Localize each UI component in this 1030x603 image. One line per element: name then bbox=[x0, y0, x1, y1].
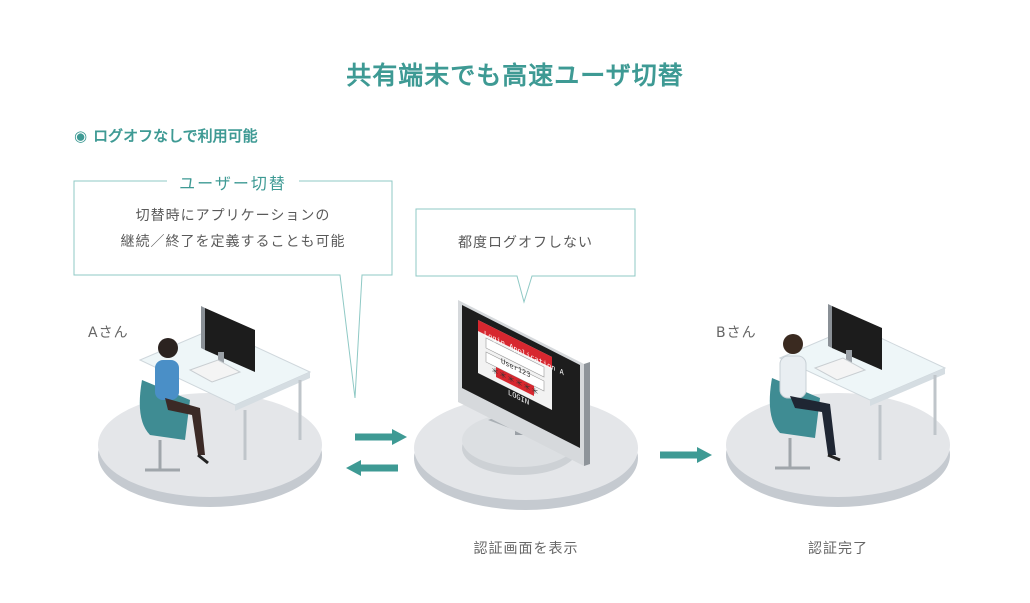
bullet-icon: ◉ bbox=[74, 127, 88, 145]
callout-user-switch-line1: 切替時にアプリケーションの bbox=[135, 208, 331, 224]
platform-right bbox=[726, 304, 950, 507]
callout-no-logoff-text: 都度ログオフしない bbox=[458, 235, 593, 251]
arrow-to-right bbox=[660, 447, 712, 463]
caption-center: 認証画面を表示 bbox=[473, 541, 579, 557]
platform-center bbox=[414, 300, 638, 510]
caption-right: 認証完了 bbox=[808, 541, 868, 557]
callout-no-logoff-box bbox=[415, 208, 636, 304]
callout-user-switch-line2: 継続／終了を定義することも可能 bbox=[120, 234, 346, 250]
subtitle-text: ログオフなしで利用可能 bbox=[93, 127, 258, 145]
callout-user-switch: ユーザー切替 bbox=[74, 170, 392, 194]
callout-user-switch-body: 切替時にアプリケーションの 継続／終了を定義することも可能 bbox=[74, 203, 392, 255]
platform-left bbox=[98, 306, 322, 507]
switch-arrows bbox=[346, 429, 407, 476]
label-user-b: Bさん bbox=[716, 325, 757, 341]
callout-user-switch-box bbox=[73, 180, 393, 399]
label-user-a: Aさん bbox=[88, 325, 129, 341]
section-subtitle: ◉ ログオフなしで利用可能 bbox=[74, 125, 258, 146]
callout-user-switch-title: ユーザー切替 bbox=[167, 174, 299, 193]
page-title: 共有端末でも高速ユーザ切替 bbox=[346, 61, 684, 90]
